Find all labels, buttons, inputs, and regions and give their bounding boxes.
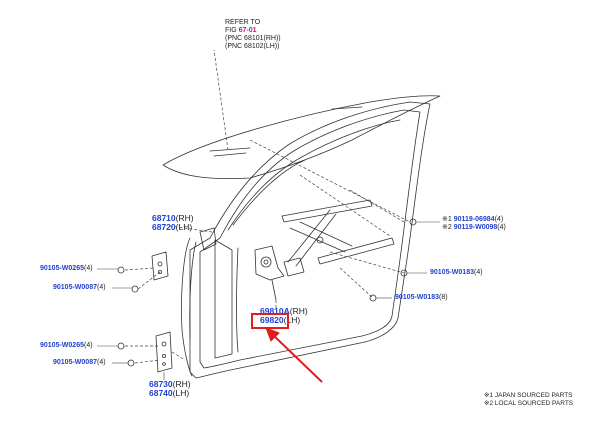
legend-local-sourced: ※2 LOCAL SOURCED PARTS — [484, 400, 574, 407]
qty: (4) — [96, 359, 106, 366]
mark-2: ※2 — [442, 224, 454, 231]
qty: (4) — [83, 342, 93, 349]
part-69820-link[interactable]: 69820 — [260, 315, 284, 325]
fastener-w0265a-label: 90105-W0265(4) — [40, 265, 93, 273]
lh-suffix: (LH) — [172, 388, 190, 398]
legend-japan-sourced: ※1 JAPAN SOURCED PARTS — [484, 392, 573, 399]
fastener-90105-w0265-link[interactable]: 90105-W0265 — [40, 265, 84, 272]
highlight-box — [251, 313, 289, 329]
qty: (4) — [473, 269, 483, 276]
refer-line-1: REFER TO — [225, 19, 261, 26]
lh-suffix: (LH) — [175, 222, 193, 232]
refer-fig-link[interactable]: 67-01 — [238, 27, 257, 34]
part-68710-link[interactable]: 68710 — [152, 213, 176, 223]
refer-fig-prefix: FIG — [225, 27, 239, 34]
door-frame — [189, 101, 431, 379]
fastener-90105-w0183-link[interactable]: 90105-W0183 — [395, 294, 439, 301]
regulator-rail-top — [281, 199, 373, 223]
fastener-90105-w0087-link[interactable]: 90105-W0087 — [53, 359, 97, 366]
refer-fig-line: FIG 67-01 — [225, 27, 281, 35]
part-68720-link[interactable]: 68720 — [152, 222, 176, 232]
fastener-90105-w0183-link[interactable]: 90105-W0183 — [430, 269, 474, 276]
fastener-w0183b-label: 90105-W0183(8) — [395, 294, 448, 302]
part-69810a-link[interactable]: 69810A — [260, 306, 290, 316]
fastener-w0087b-label: 90105-W0087(4) — [53, 359, 106, 367]
fastener-90119-06984-link[interactable]: 90119-06984 — [453, 216, 495, 223]
part-68710-group: 68710(RH) 68720(LH) — [152, 214, 194, 232]
part-68730-group: 68730(RH) 68740(LH) — [149, 380, 191, 398]
part-68730-link[interactable]: 68730 — [149, 379, 173, 389]
refer-line-4: (PNC 68102(LH)) — [225, 43, 280, 50]
fastener-w0183a-label: 90105-W0183(4) — [430, 269, 483, 277]
red-arrow-icon — [265, 327, 323, 383]
qty: (4) — [497, 224, 506, 231]
mark-1: ※1 — [442, 216, 454, 223]
rh-suffix: (RH) — [289, 306, 308, 316]
fastener-w0265b-label: 90105-W0265(4) — [40, 342, 93, 350]
upper-hinge — [151, 251, 169, 281]
part-68740-link[interactable]: 68740 — [149, 388, 173, 398]
lower-hinge — [155, 331, 173, 373]
sourcing-legend: ※1 JAPAN SOURCED PARTS ※2 LOCAL SOURCED … — [484, 392, 573, 408]
door-glass — [162, 95, 441, 180]
fastener-90119-group: ※1 90119-06984(4) ※2 90119-W0098(4) — [442, 216, 506, 232]
bolt-icons — [117, 218, 417, 367]
fastener-90105-w0265-link[interactable]: 90105-W0265 — [40, 342, 84, 349]
qty: (4) — [83, 265, 93, 272]
rh-suffix: (RH) — [172, 379, 191, 389]
qty: (8) — [438, 294, 448, 301]
hinge-pillar — [181, 237, 193, 377]
qty: (4) — [96, 284, 106, 291]
fastener-90105-w0087-link[interactable]: 90105-W0087 — [53, 284, 97, 291]
qty: (4) — [494, 216, 504, 223]
refer-to-label: REFER TO FIG 67-01 (PNC 68101(RH)) (PNC … — [225, 19, 281, 51]
fastener-90119-w0098-link[interactable]: 90119-W0098 — [453, 224, 498, 231]
refer-line-3: (PNC 68101(RH)) — [225, 35, 281, 42]
part-69810a-group: 69810A(RH) 69820(LH) — [260, 307, 308, 325]
lh-suffix: (LH) — [283, 315, 301, 325]
rh-suffix: (RH) — [175, 213, 194, 223]
fastener-w0087a-label: 90105-W0087(4) — [53, 284, 106, 292]
